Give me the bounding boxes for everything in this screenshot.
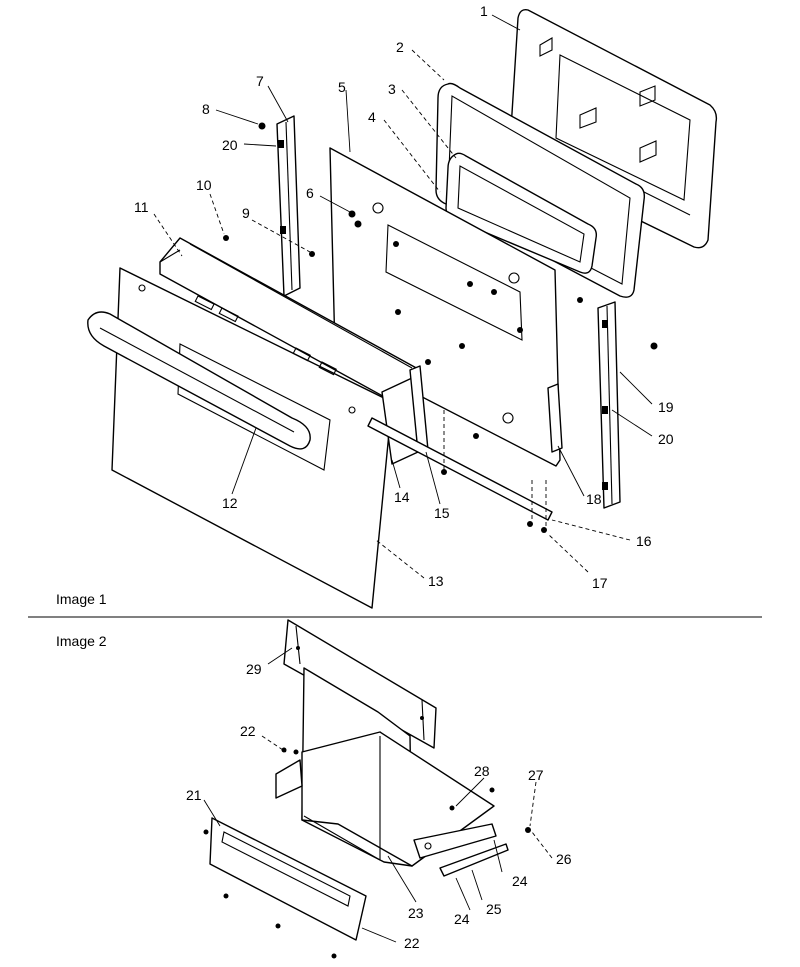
callout-25: 25 — [486, 901, 502, 917]
callout-numbers: 1 2 3 4 5 6 7 8 20 10 11 9 12 14 15 13 1… — [134, 3, 674, 951]
callout-12: 12 — [222, 495, 238, 511]
callout-8: 8 — [202, 101, 210, 117]
callout-2: 2 — [396, 39, 404, 55]
part-3-glass-frame — [445, 152, 598, 274]
callout-16: 16 — [636, 533, 652, 549]
image-2-label: Image 2 — [56, 633, 107, 649]
part-7-left-hinge-channel — [276, 115, 301, 297]
part-18-right-bracket — [547, 383, 563, 453]
callout-20a: 20 — [222, 137, 238, 153]
leader-lines-image1 — [153, 14, 653, 579]
callout-26: 26 — [556, 851, 572, 867]
callout-15: 15 — [434, 505, 450, 521]
callout-3: 3 — [388, 81, 396, 97]
callout-24b: 24 — [454, 911, 470, 927]
callout-21: 21 — [186, 787, 202, 803]
screws — [223, 122, 658, 533]
leader-lines-image2 — [203, 647, 553, 943]
oven-door-assembly — [87, 8, 718, 609]
callout-22b: 22 — [404, 935, 420, 951]
storage-drawer-assembly — [203, 619, 553, 959]
part-1-door-liner — [508, 8, 718, 249]
part-16-bottom-bar — [367, 417, 553, 521]
callout-23: 23 — [408, 905, 424, 921]
screws-image2 — [203, 747, 531, 959]
callout-22a: 22 — [240, 723, 256, 739]
part-29-drawer-back — [283, 619, 437, 749]
callout-6: 6 — [306, 185, 314, 201]
callout-24a: 24 — [512, 873, 528, 889]
callout-4: 4 — [368, 109, 376, 125]
part-12-door-handle — [87, 311, 311, 450]
part-19-right-hinge-channel — [597, 301, 621, 509]
callout-1: 1 — [480, 3, 488, 19]
callout-29: 29 — [246, 661, 262, 677]
part-24-25-side-rails — [413, 823, 509, 877]
callout-19: 19 — [658, 399, 674, 415]
callout-20b: 20 — [658, 431, 674, 447]
callout-9: 9 — [242, 205, 250, 221]
callout-5: 5 — [338, 79, 346, 95]
callout-11: 11 — [134, 199, 149, 215]
callout-14: 14 — [394, 489, 410, 505]
image-1-label: Image 1 — [56, 591, 107, 607]
callout-7: 7 — [256, 73, 264, 89]
callout-17: 17 — [592, 575, 608, 591]
part-5-inner-panel — [329, 147, 561, 467]
callout-13: 13 — [428, 573, 444, 589]
callout-28: 28 — [474, 763, 490, 779]
callout-18: 18 — [586, 491, 602, 507]
part-23-drawer-body — [301, 667, 495, 867]
callout-10: 10 — [196, 177, 212, 193]
part-21-drawer-front — [209, 817, 367, 941]
part-22-upper-bracket — [275, 759, 303, 799]
callout-27: 27 — [528, 767, 544, 783]
